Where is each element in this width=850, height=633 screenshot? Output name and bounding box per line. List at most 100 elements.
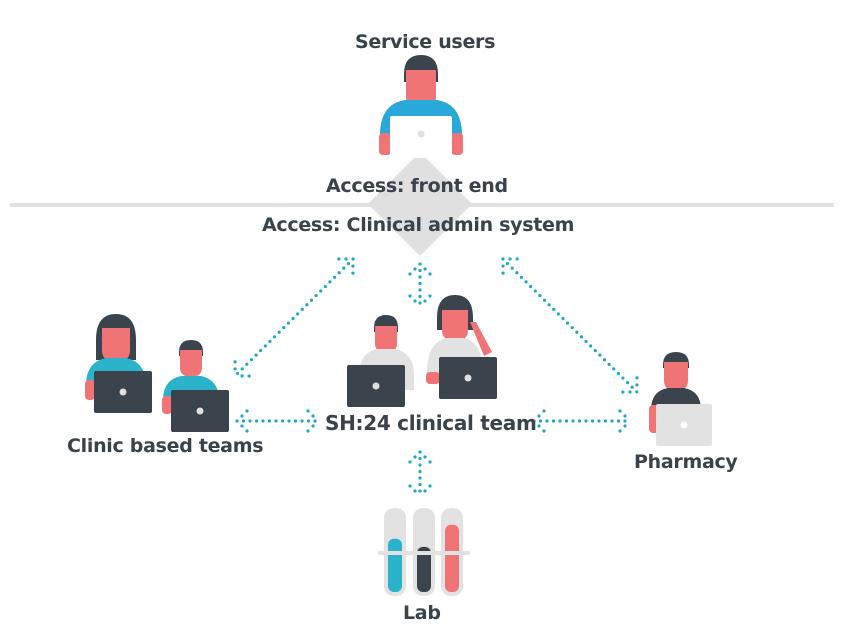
clinic-man-face (180, 350, 202, 377)
arrow-dot (241, 419, 246, 423)
arrow-dot (267, 419, 272, 423)
arrowhead-dot (306, 429, 310, 433)
tube-teal-liquid (388, 538, 402, 592)
arrow-dot (570, 326, 574, 330)
arrowhead-dot (337, 257, 341, 261)
arrowhead-dot (542, 429, 546, 433)
arrowhead-dot (247, 374, 251, 378)
arrowhead-dot (621, 390, 625, 394)
arrowhead-dot (351, 264, 355, 268)
arrow-dot (571, 419, 575, 423)
arrow-dot (623, 419, 627, 423)
arrow-dot (351, 257, 355, 261)
arrow-dot (552, 307, 556, 311)
arrowhead-dot (623, 414, 627, 418)
arrowhead-dot (344, 257, 348, 261)
arrow-dot (630, 385, 634, 389)
arrowhead-dot (423, 267, 427, 271)
arrow-dot (532, 419, 536, 423)
arrowhead-dot (413, 299, 417, 303)
arrow-dot (607, 362, 611, 366)
arrow-dot (313, 419, 317, 423)
arrow-dot (564, 419, 569, 423)
arrowhead-dot (408, 484, 412, 488)
arrow-dot (291, 316, 295, 321)
arrow-dot (597, 419, 601, 423)
arrow-dot (577, 419, 582, 423)
arrow-dot (323, 284, 327, 289)
arrow-dot (616, 371, 620, 376)
arrow-dot (561, 316, 565, 321)
arrow-dot (621, 376, 625, 380)
arrow-gateway-clinical (408, 262, 432, 305)
arrow-dot (529, 284, 533, 289)
arrow-dot (510, 266, 514, 270)
arrow-gateway-pharmacy (501, 257, 639, 394)
service-user-figure (379, 55, 463, 158)
arrow-dot (418, 268, 422, 273)
clinical-woman-laptop-logo (464, 374, 472, 382)
arrow-dot (240, 367, 244, 371)
arrowhead-dot (635, 383, 639, 387)
arrow-dot (418, 469, 422, 474)
arrow-clinical-lab (408, 450, 432, 493)
arrow-dot (418, 275, 422, 279)
arrowhead-dot (423, 455, 427, 459)
arrow-dot (418, 262, 422, 266)
arrow-dot (319, 289, 323, 293)
arrowhead-dot (423, 489, 427, 493)
pharmacy-laptop-logo (680, 421, 688, 429)
arrowhead-dot (408, 460, 412, 464)
arrow-dot (538, 294, 542, 298)
clinic-woman-face (102, 328, 130, 362)
arrowhead-dot (408, 294, 412, 298)
arrow-dot (589, 344, 593, 348)
clinical-man-face (375, 326, 397, 353)
arrowhead-dot (501, 264, 505, 268)
arrow-dot (575, 330, 579, 334)
arrow-dot (418, 450, 422, 454)
arrowhead-dot (635, 376, 639, 380)
arrowhead-dot (240, 424, 244, 428)
arrowhead-dot (428, 294, 432, 298)
arrow-dot (616, 419, 621, 423)
arrow-dot (287, 419, 291, 423)
clinic-man-figure (162, 340, 229, 432)
arrow-dot (280, 419, 285, 423)
arrowhead-dot (413, 489, 417, 493)
arrow-gateway-clinic (233, 257, 355, 378)
arrowhead-dot (408, 272, 412, 276)
label-clinic-teams: Clinic based teams (67, 435, 264, 457)
arrow-dot (300, 307, 304, 311)
clinic-woman-laptop-logo (119, 388, 127, 396)
clinical-woman-arm (426, 372, 440, 384)
arrow-dot (501, 257, 505, 261)
arrowhead-dot (428, 272, 432, 276)
arrow-dot (236, 371, 240, 376)
arrow-dot (282, 326, 286, 330)
arrow-dot (579, 335, 584, 339)
arrow-dot (418, 456, 422, 461)
tube-dark-liquid (417, 546, 431, 592)
arrow-dot (418, 294, 422, 299)
arrow-dot (300, 419, 304, 423)
arrow-dot (558, 419, 562, 423)
arrow-dot (274, 419, 278, 423)
service-user-arm-left (379, 133, 391, 155)
clinic-man-arm (162, 396, 172, 414)
arrow-dot (515, 271, 519, 275)
arrow-dot (418, 482, 422, 487)
arrowhead-dot (240, 374, 244, 378)
arrow-dot (328, 280, 332, 284)
arrowhead-dot (537, 424, 541, 428)
arrow-dot (551, 419, 556, 423)
arrow-dot (418, 489, 422, 493)
arrow-dot (259, 348, 263, 353)
arrow-dot (545, 419, 549, 423)
arrow-dot (418, 301, 422, 305)
arrowhead-dot (311, 424, 315, 428)
arrow-dot (418, 288, 422, 292)
connection-arrows (233, 257, 639, 493)
arrow-dot (248, 419, 252, 423)
